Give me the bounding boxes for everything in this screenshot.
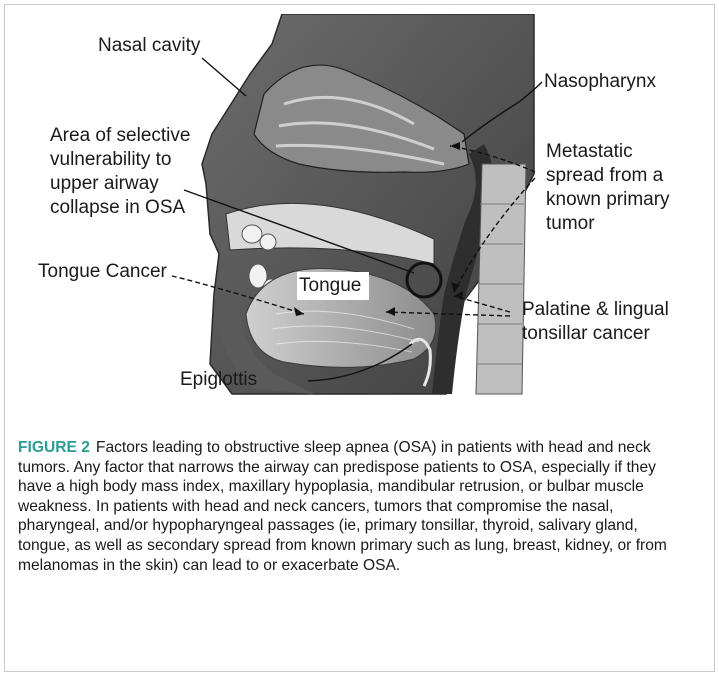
tongue-cancer-label: Tongue Cancer [38,260,167,284]
tonsillar-cancer-label: Palatine & lingual tonsillar cancer [522,298,669,346]
cervical-spine [476,164,526,394]
tongue-label: Tongue [299,274,361,298]
figure-number: FIGURE 2 [18,439,90,456]
caption-text: Factors leading to obstructive sleep apn… [18,439,667,574]
nasopharynx-label: Nasopharynx [544,70,656,94]
nasal-cavity-label: Nasal cavity [98,34,200,58]
metastatic-spread-label: Metastatic spread from a known primary t… [546,140,670,236]
selective-vulnerability-label: Area of selective vulnerability to upper… [50,124,190,220]
epiglottis-label: Epiglottis [180,368,257,392]
anatomy-figure: Nasal cavity Nasopharynx Area of selecti… [14,14,704,424]
